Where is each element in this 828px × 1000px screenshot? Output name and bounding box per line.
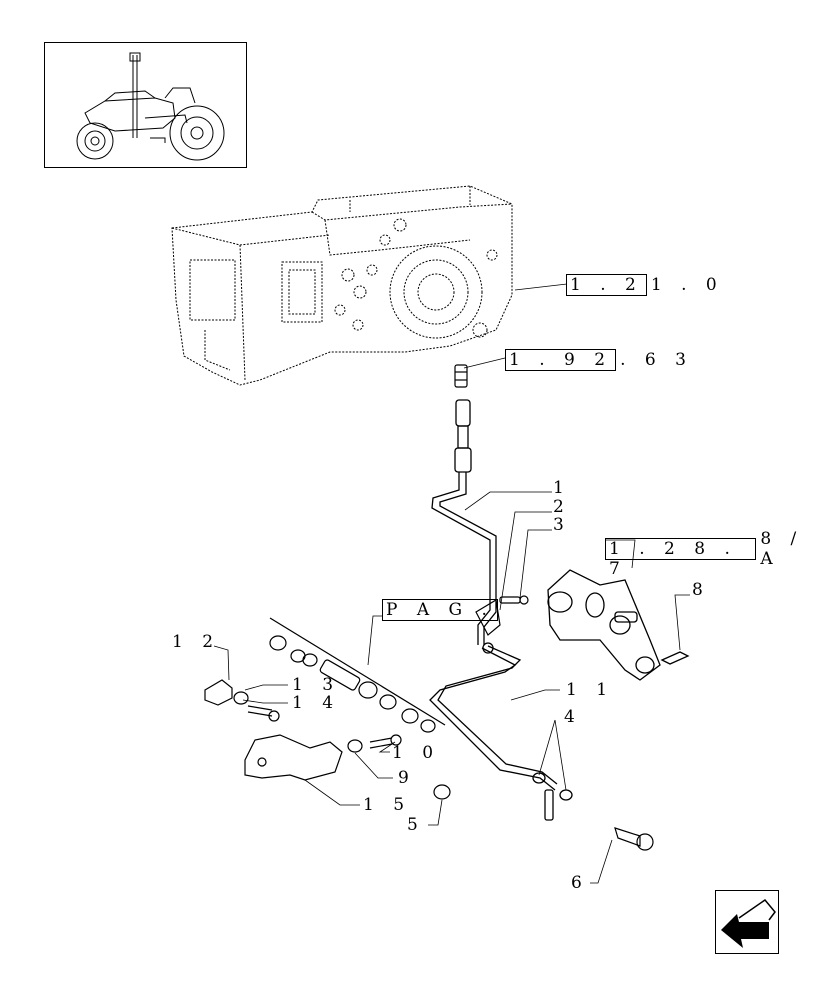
ref-boxed: 1 . 2 8 . 7 [605,538,757,579]
shaft-assembly [269,617,446,733]
ref-tail: . 6 3 [620,350,693,370]
tractor-thumbnail [44,42,247,168]
ref-1-92-63[interactable]: 1 . 9 2 . 6 3 [505,349,693,371]
ref-pag[interactable]: P A G . [382,599,498,621]
callout-4: 4 [564,707,582,727]
clip-and-bolt [475,595,529,636]
sensor-fitting [454,364,468,388]
callout-1: 1 [553,478,571,498]
ref-boxed: P A G . [382,599,498,621]
ref-tail: 1 . 0 [650,275,724,295]
pin-6 [614,827,654,851]
leader-lines [213,283,690,884]
callout-3: 3 [553,515,571,535]
o-ring-5 [433,784,451,800]
ref-boxed: 1 . 2 [566,274,647,296]
callout-9: 9 [398,768,416,788]
callout-10: 1 0 [392,743,441,763]
ref-1-28-78-a[interactable]: 1 . 2 8 . 7 8 / A [605,529,828,579]
callout-15: 1 5 [363,795,412,815]
pipe-1 [431,399,497,645]
ref-tail: 8 / A [760,529,804,569]
nav-arrow-shape [721,898,776,948]
tractor-thumbnail-icon [76,52,225,161]
callout-14: 1 4 [292,693,341,713]
ref-boxed: 1 . 9 2 [505,349,617,371]
callout-2: 2 [553,497,571,517]
pipe-11 [429,642,573,821]
callout-13: 1 3 [292,675,341,695]
callout-8: 8 [692,580,710,600]
previous-page-button[interactable] [715,890,779,954]
valve-body [547,569,690,681]
bracket-15 [244,734,402,781]
transmission-housing [171,185,513,386]
callout-5: 5 [407,815,425,835]
callout-12: 1 2 [172,632,221,652]
ref-1-21-0[interactable]: 1 . 2 1 . 0 [566,274,724,296]
callout-11: 1 1 [566,680,615,700]
callout-6: 6 [571,873,589,893]
bracket-12 [204,679,280,722]
